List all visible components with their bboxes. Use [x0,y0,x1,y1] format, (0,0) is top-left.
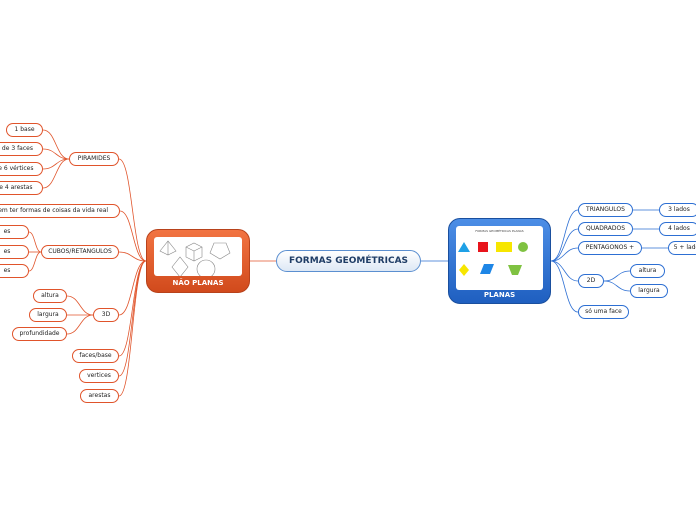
subtopic-cubos[interactable]: es [0,245,29,259]
connector-line [550,260,579,282]
subtopic-triangulos[interactable]: 3 lados [659,203,696,217]
connector-line [550,260,579,313]
subtopic-piramides[interactable]: de 6 vértices [0,162,43,176]
connector-line [550,247,579,262]
connector-line [118,260,147,357]
topic-piramides[interactable]: PIRAMIDES [69,152,119,166]
connector-line [550,209,579,262]
nao-planas-label: NÃO PLANAS [172,279,224,287]
connector-line [42,129,70,160]
connector-line [118,260,147,316]
subtopic-3d[interactable]: altura [33,289,67,303]
subtopic-cubos[interactable]: es [0,225,29,239]
planas-label: PLANAS [483,291,516,299]
central-topic[interactable]: FORMAS GEOMÉTRICAS [276,250,421,272]
connector-line [42,148,70,160]
connector-line [118,260,147,397]
subtopic-cubos[interactable]: es [0,264,29,278]
solids-illustration [154,237,242,276]
topic-3d[interactable]: 3D [93,308,119,322]
connector-line [119,210,147,262]
subtopic-2d[interactable]: largura [630,284,668,298]
topic-arestas[interactable]: arestas [80,389,119,403]
topic-uma-face[interactable]: só uma face [578,305,629,319]
topic-vertices[interactable]: vertices [79,369,119,383]
connector-line [28,251,42,272]
nao-planas-card[interactable]: NÃO PLANAS [146,229,250,293]
subtopic-2d[interactable]: altura [630,264,665,278]
topic-triangulos[interactable]: TRIANGULOS [578,203,633,217]
subtopic-piramides[interactable]: de 4 arestas [0,181,43,195]
topic-2d[interactable]: 2D [578,274,604,288]
connector-line [550,228,579,262]
topic-vida-real[interactable]: podem ter formas de coisas da vida real [0,204,120,218]
subtopic-piramides[interactable]: + de 3 faces [0,142,43,156]
connector-line [42,158,70,170]
connector-line [118,251,147,262]
subtopic-quadrados[interactable]: 4 lados [659,222,696,236]
planas-card-heading: FORMAS GEOMÉTRICAS PLANAS [475,229,524,233]
subtopic-piramides[interactable]: 1 base [6,123,43,137]
subtopic-pentagonos[interactable]: 5 + lados [668,241,696,255]
connector-line [118,158,147,262]
connector-line [603,280,631,292]
subtopic-3d[interactable]: profundidade [12,327,67,341]
planas-card[interactable]: FORMAS GEOMÉTRICAS PLANAS PLANAS [448,218,551,304]
connector-line [603,270,631,282]
topic-faces-base[interactable]: faces/base [72,349,119,363]
subtopic-3d[interactable]: largura [29,308,67,322]
plane-shapes-illustration: FORMAS GEOMÉTRICAS PLANAS [456,226,543,290]
topic-pentagonos[interactable]: PENTAGONOS + [578,241,642,255]
connector-line [42,158,70,189]
topic-cubos[interactable]: CUBOS/RETANGULOS [41,245,119,259]
topic-quadrados[interactable]: QUADRADOS [578,222,633,236]
connector-line [66,314,94,335]
connector-line [66,295,94,316]
connector-line [118,260,147,377]
connector-line [28,231,42,253]
